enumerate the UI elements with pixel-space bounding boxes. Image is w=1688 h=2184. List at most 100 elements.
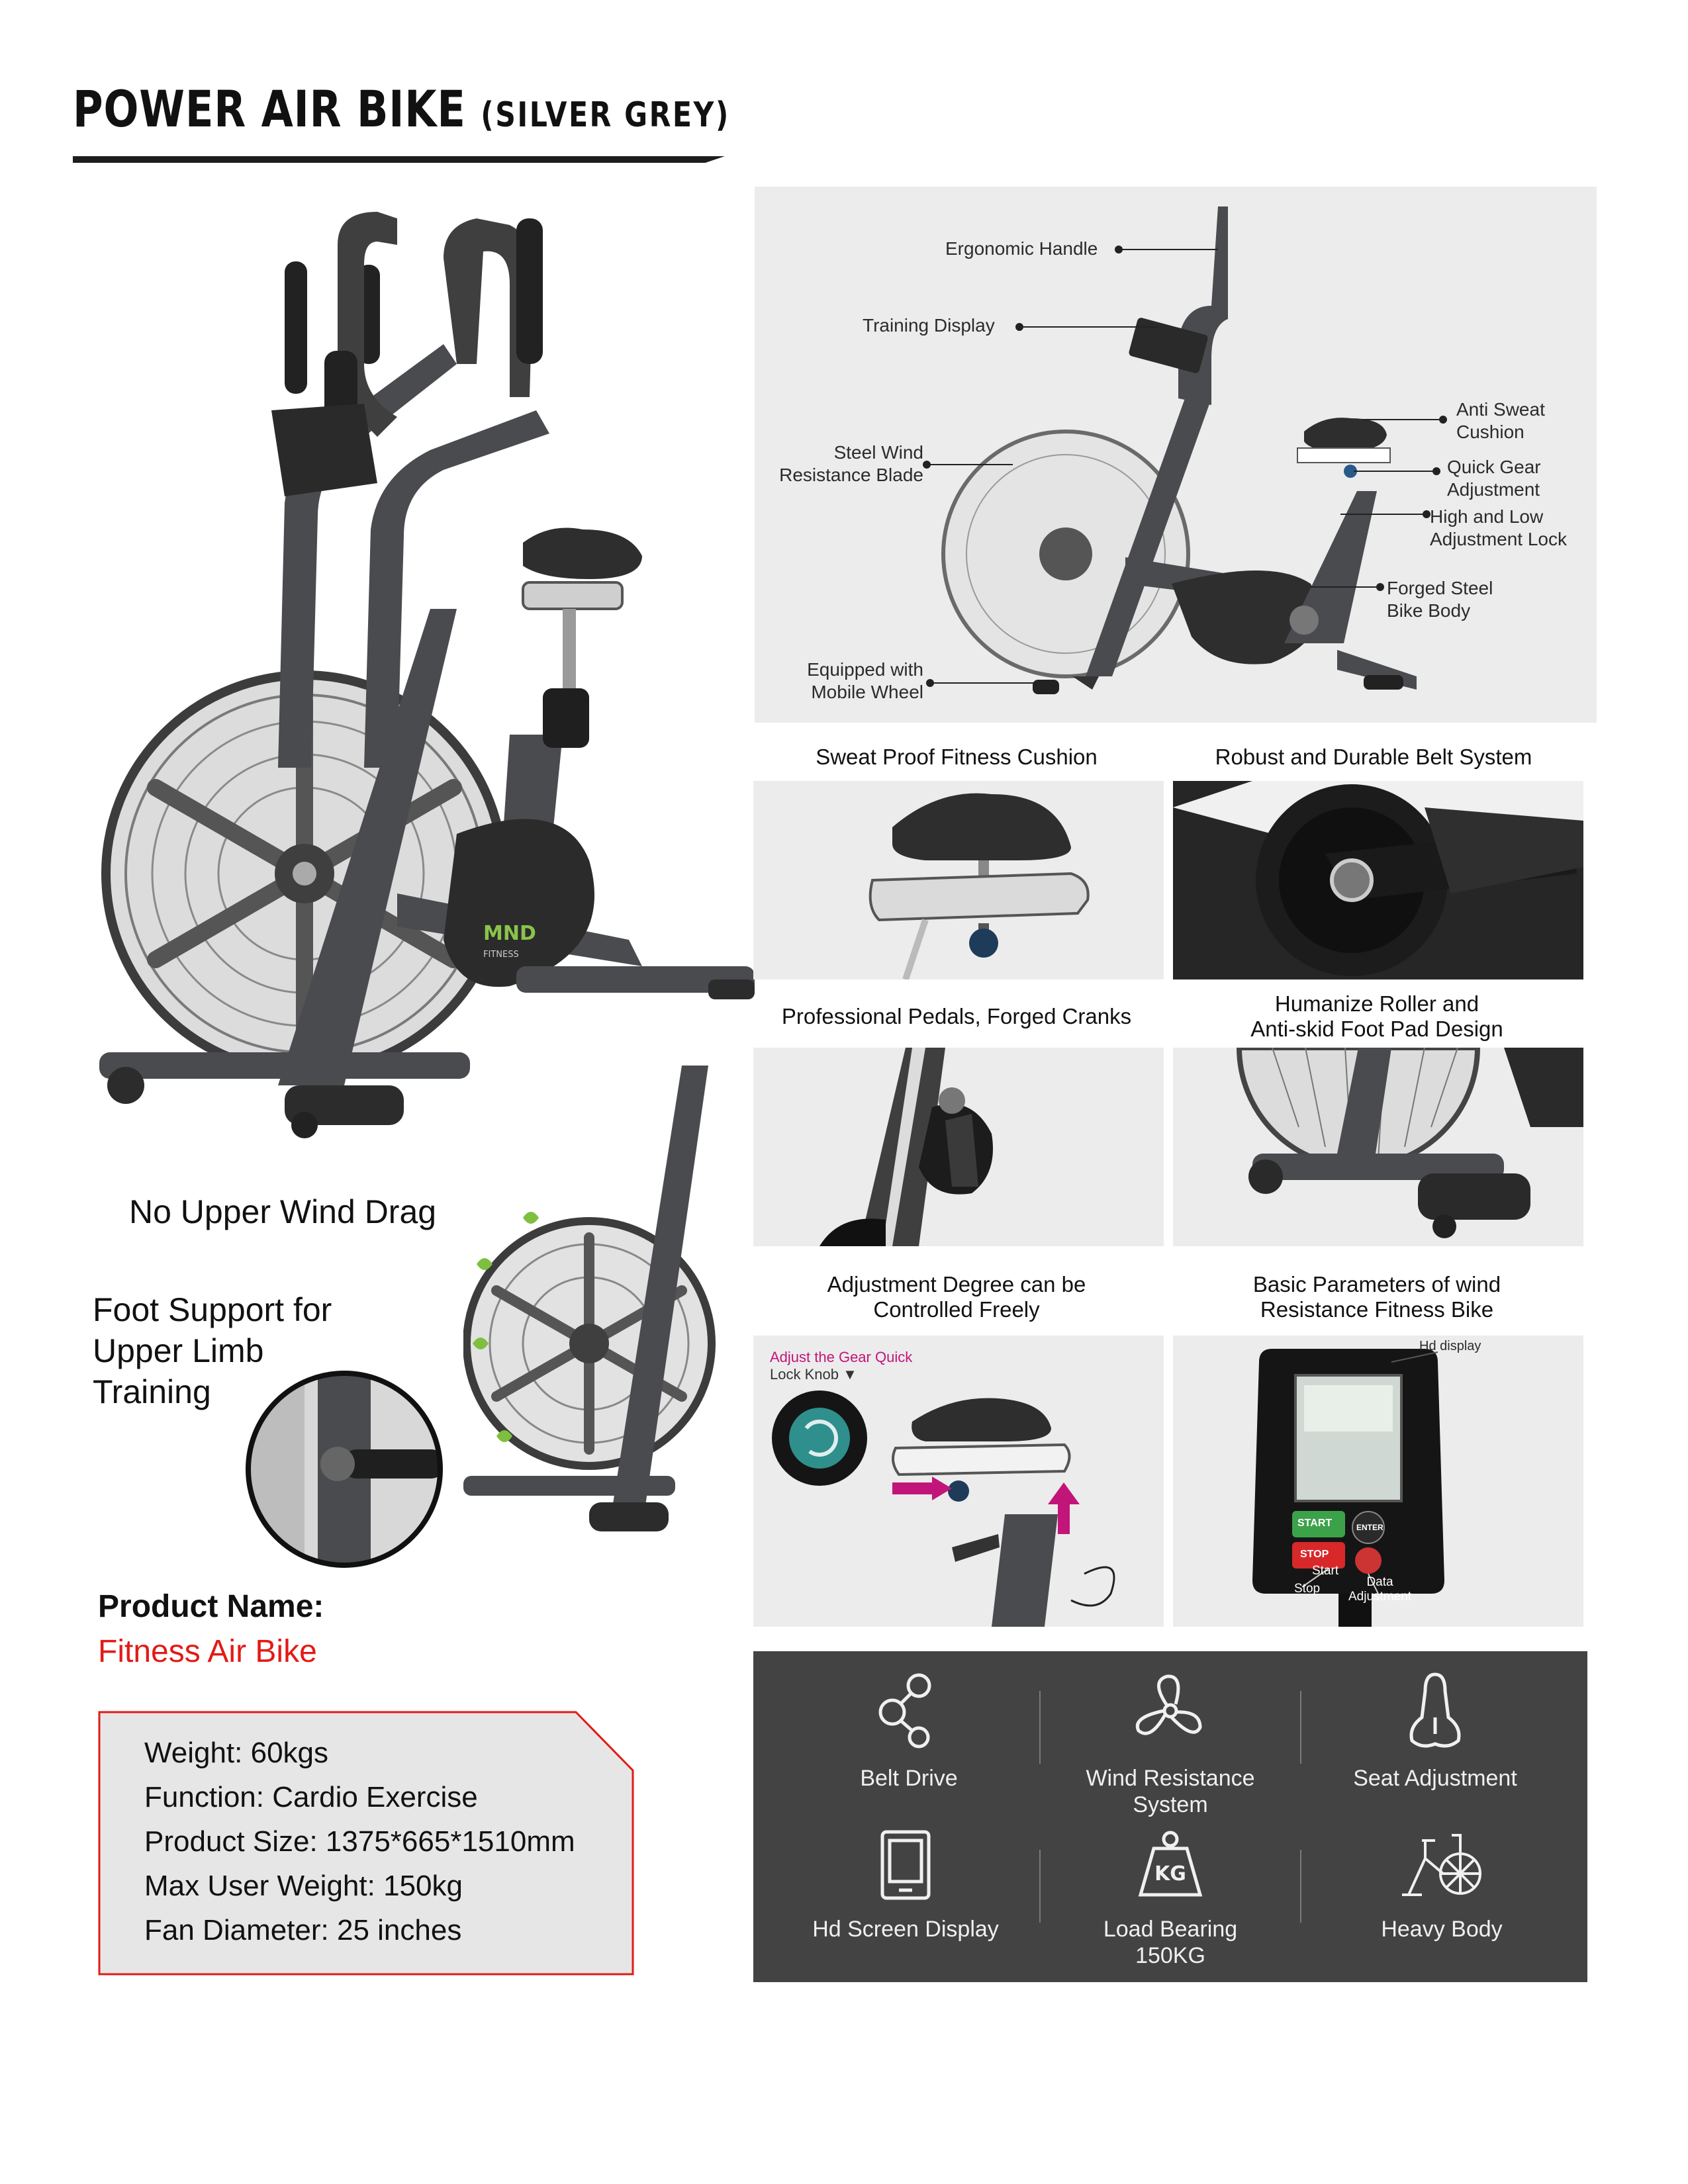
photo-pedals <box>753 1048 1164 1246</box>
callout-line: Foot Support for <box>93 1291 332 1328</box>
caption-params: Basic Parameters of wind Resistance Fitn… <box>1172 1272 1582 1322</box>
caption-line: Basic Parameters of wind <box>1252 1272 1501 1297</box>
feature-wind-resistance: Wind Resistance System <box>1045 1671 1296 1818</box>
caption-line: Adjustment Degree can be <box>827 1272 1086 1297</box>
divider <box>1039 1691 1041 1764</box>
divider <box>1039 1850 1041 1923</box>
caption-roller: Humanize Roller and Anti-skid Foot Pad D… <box>1172 991 1582 1042</box>
belt-drive-icon <box>878 1673 931 1749</box>
label-line: Adjustment Lock <box>1430 529 1567 549</box>
title-main: POWER AIR BIKE <box>73 79 466 138</box>
start-button: START <box>1297 1518 1333 1529</box>
caption-belt: Robust and Durable Belt System <box>1215 745 1532 769</box>
label-start: Start <box>1312 1564 1339 1578</box>
caption-line: Resistance Fitness Bike <box>1260 1297 1494 1322</box>
saddle-icon <box>1409 1672 1461 1748</box>
feature-label: Wind Resistance <box>1086 1766 1255 1791</box>
label-quick-gear: Quick Gear Adjustment <box>1447 456 1541 501</box>
caption-adjust: Adjustment Degree can be Controlled Free… <box>751 1272 1162 1322</box>
fan-icon <box>1135 1674 1202 1735</box>
feature-grid: Belt Drive Wind Resistance System Seat A… <box>753 1651 1587 1982</box>
component-diagram: Ergonomic Handle Training Display Steel … <box>755 187 1597 723</box>
enter-button: ENTER <box>1356 1523 1383 1532</box>
label-mobile-wheel: Equipped with Mobile Wheel <box>771 659 923 704</box>
arrow-down-icon: ▼ <box>843 1366 857 1383</box>
divider <box>1300 1850 1301 1923</box>
photo-belt <box>1173 781 1583 979</box>
label-lock-knob-text: Lock Knob <box>770 1366 839 1383</box>
label-line: Steel Wind <box>833 442 923 463</box>
label-line: Adjustment <box>1348 1590 1412 1604</box>
feature-belt-drive: Belt Drive <box>783 1671 1035 1792</box>
product-name-value: Fitness Air Bike <box>98 1634 317 1669</box>
feature-label: 150KG <box>1135 1943 1205 1968</box>
photo-cushion <box>753 781 1164 979</box>
feature-hd-screen: Hd Screen Display <box>780 1829 1031 1942</box>
label-line: Adjustment <box>1447 479 1540 500</box>
label-anti-sweat-cushion: Anti Sweat Cushion <box>1456 398 1545 443</box>
label-gear-quick: Adjust the Gear Quick <box>770 1349 913 1365</box>
brand-logo: MND <box>483 922 536 945</box>
tablet-icon <box>880 1830 931 1900</box>
label-line: Mobile Wheel <box>811 682 923 702</box>
feature-label: Load Bearing <box>1103 1917 1238 1942</box>
spec-fan-diameter: Fan Diameter: 25 inches <box>144 1914 462 1946</box>
label-steel-blade: Steel Wind Resistance Blade <box>771 441 923 486</box>
label-line: Equipped with <box>807 659 923 680</box>
caption-line: Anti-skid Foot Pad Design <box>1250 1017 1503 1041</box>
feature-seat-adjustment: Seat Adjustment <box>1309 1671 1561 1792</box>
label-stop: Stop <box>1294 1582 1321 1596</box>
title-underline <box>73 156 725 163</box>
label-lock-knob: Lock Knob ▼ <box>770 1366 857 1383</box>
label-line: Cushion <box>1456 422 1524 442</box>
label-line: High and Low <box>1430 506 1544 527</box>
brand-logo-sub: FITNESS <box>483 950 519 960</box>
air-bike-illustration: MND FITNESS <box>99 212 755 1138</box>
divider <box>1300 1691 1301 1764</box>
product-name-label: Product Name: <box>98 1589 324 1624</box>
feature-heavy-body: Heavy Body <box>1316 1829 1568 1942</box>
spec-function: Function: Cardio Exercise <box>144 1781 478 1813</box>
label-line: Data <box>1366 1575 1393 1589</box>
page-title: POWER AIR BIKE (SILVER GREY) <box>73 79 730 138</box>
photo-display: Hd display START STOP ENTER Start Stop D… <box>1173 1336 1583 1627</box>
caption-line: Humanize Roller and <box>1274 991 1479 1016</box>
label-forged-body: Forged Steel Bike Body <box>1387 577 1493 622</box>
callout-line: Upper Limb <box>93 1332 264 1369</box>
spec-max-weight: Max User Weight: 150kg <box>144 1870 463 1902</box>
callout-no-wind-drag: No Upper Wind Drag <box>129 1193 437 1230</box>
caption-cushion: Sweat Proof Fitness Cushion <box>816 745 1098 769</box>
feature-label: System <box>1133 1792 1208 1817</box>
weight-badge: KG <box>1154 1862 1186 1886</box>
callout-foot-support: Foot Support for Upper Limb Training <box>93 1289 332 1412</box>
label-training-display: Training Display <box>863 315 995 336</box>
label-line: Forged Steel <box>1387 578 1493 598</box>
bicycle-icon <box>1402 1834 1481 1896</box>
feature-label: Hd Screen Display <box>812 1917 999 1942</box>
label-line: Quick Gear <box>1447 457 1541 477</box>
feature-label: Belt Drive <box>860 1766 958 1791</box>
spec-list: Weight: 60kgs Function: Cardio Exercise … <box>144 1731 575 1952</box>
label-line: Bike Body <box>1387 600 1471 621</box>
caption-pedals: Professional Pedals, Forged Cranks <box>781 1004 1132 1028</box>
label-ergonomic-handle: Ergonomic Handle <box>945 238 1098 259</box>
title-sub: (SILVER GREY) <box>481 95 730 135</box>
label-line: Resistance Blade <box>779 465 923 485</box>
stop-button: STOP <box>1300 1549 1329 1560</box>
feature-label: Seat Adjustment <box>1353 1766 1517 1791</box>
label-line: Anti Sweat <box>1456 399 1545 420</box>
label-hd-display: Hd display <box>1419 1339 1481 1353</box>
spec-size: Product Size: 1375*665*1510mm <box>144 1825 575 1858</box>
photo-roller <box>1173 1048 1583 1246</box>
caption-line: Controlled Freely <box>873 1297 1040 1322</box>
spec-box <box>98 1711 634 1976</box>
feature-load-bearing: KG Load Bearing 150KG <box>1045 1829 1296 1969</box>
side-bike-illustration <box>463 1066 716 1531</box>
feature-label: Heavy Body <box>1381 1917 1503 1942</box>
foot-support-zoom <box>246 1371 443 1568</box>
label-data-adjustment: Data Adjustment <box>1348 1575 1411 1604</box>
label-adjustment-lock: High and Low Adjustment Lock <box>1430 506 1567 551</box>
photo-adjust: Adjust the Gear Quick Lock Knob ▼ <box>753 1336 1164 1627</box>
callout-line: Training <box>93 1373 211 1410</box>
spec-weight: Weight: 60kgs <box>144 1737 329 1769</box>
